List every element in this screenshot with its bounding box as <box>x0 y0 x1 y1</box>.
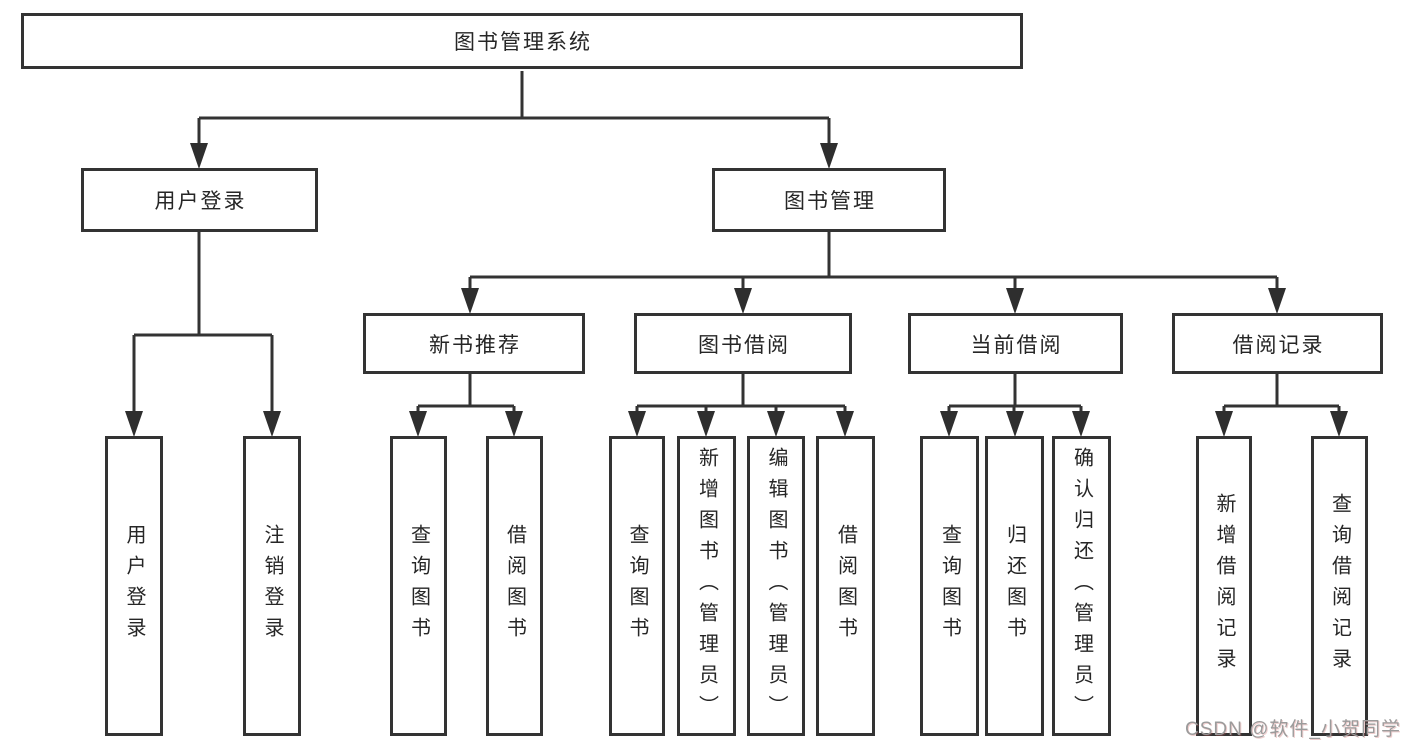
node-user-login: 用户登录 <box>81 168 318 232</box>
arrow-down-icon <box>1215 411 1233 437</box>
node-book-borrowing: 图书借阅 <box>634 313 852 374</box>
arrowheads <box>125 143 1348 437</box>
arrow-down-icon <box>409 411 427 437</box>
arrow-down-icon <box>940 411 958 437</box>
node-leaf-query-borrow-record: 查询借阅记录 <box>1311 436 1368 736</box>
arrow-down-icon <box>820 143 838 169</box>
node-leaf-edit-book-admin: 编辑图书（管理员） <box>747 436 805 736</box>
elbow-connectors <box>132 71 1341 413</box>
arrow-down-icon <box>1072 411 1090 437</box>
node-current-borrowing: 当前借阅 <box>908 313 1123 374</box>
arrow-down-icon <box>1330 411 1348 437</box>
arrow-down-icon <box>1006 411 1024 437</box>
arrow-down-icon <box>1268 288 1286 314</box>
node-leaf-return-books: 归还图书 <box>985 436 1044 736</box>
arrow-down-icon <box>125 411 143 437</box>
arrow-down-icon <box>190 143 208 169</box>
arrow-down-icon <box>461 288 479 314</box>
arrow-down-icon <box>505 411 523 437</box>
node-leaf-query-books: 查询图书 <box>390 436 447 736</box>
node-leaf-query-books: 查询图书 <box>609 436 665 736</box>
node-book-management: 图书管理 <box>712 168 946 232</box>
arrow-down-icon <box>734 288 752 314</box>
arrow-down-icon <box>1006 288 1024 314</box>
arrow-down-icon <box>767 411 785 437</box>
node-borrow-records: 借阅记录 <box>1172 313 1383 374</box>
node-leaf-add-borrow-record: 新增借阅记录 <box>1196 436 1252 736</box>
arrow-down-icon <box>263 411 281 437</box>
node-leaf-add-book-admin: 新增图书（管理员） <box>677 436 736 736</box>
arrow-down-icon <box>628 411 646 437</box>
node-leaf-query-books: 查询图书 <box>920 436 979 736</box>
arrow-down-icon <box>836 411 854 437</box>
node-leaf-logout: 注销登录 <box>243 436 301 736</box>
node-leaf-borrow-books: 借阅图书 <box>816 436 875 736</box>
node-new-book-recommend: 新书推荐 <box>363 313 585 374</box>
csdn-watermark: CSDN @软件_小贺同学 <box>1185 719 1401 740</box>
node-leaf-borrow-books: 借阅图书 <box>486 436 543 736</box>
arrow-down-icon <box>697 411 715 437</box>
node-leaf-confirm-return-admin: 确认归还（管理员） <box>1052 436 1111 736</box>
node-root-library-system: 图书管理系统 <box>21 13 1023 69</box>
node-leaf-user-login: 用户登录 <box>105 436 163 736</box>
